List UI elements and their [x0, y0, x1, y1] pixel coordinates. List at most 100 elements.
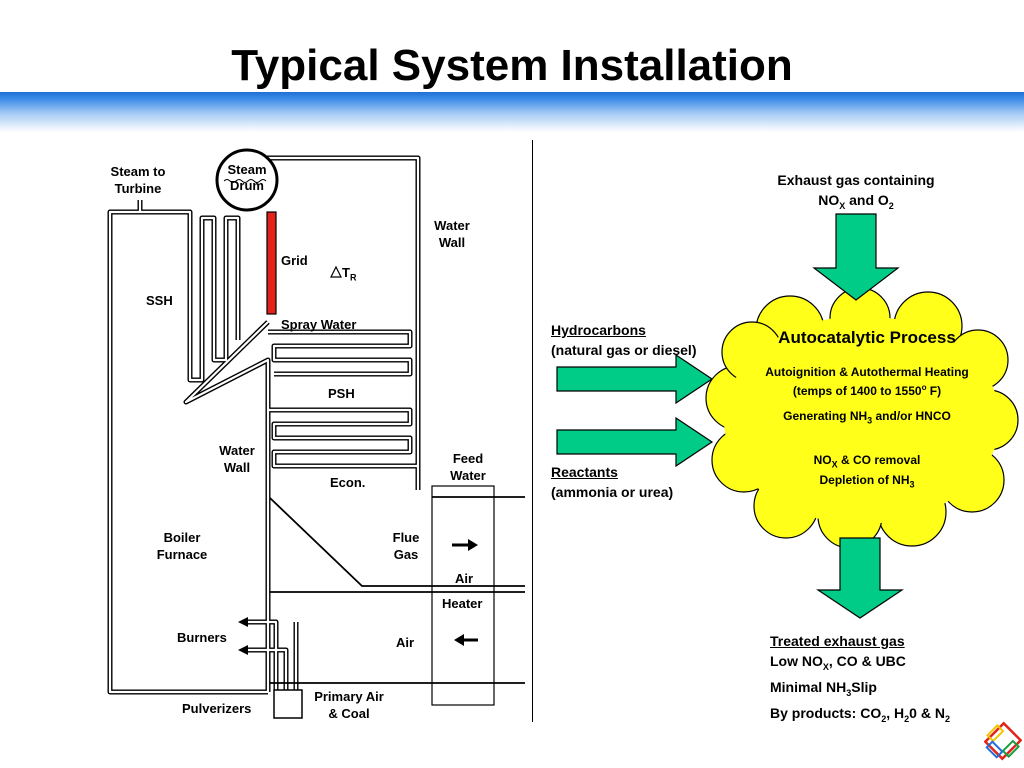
treated-l3-sub3: 2 [944, 713, 950, 724]
drum-line: Drum [230, 178, 264, 193]
delta-t-sub: R [349, 272, 357, 283]
exhaust-nox-sub: X [839, 200, 846, 211]
water-wall-top-label: Water Wall [425, 217, 479, 251]
reactants-title: Reactants [551, 464, 618, 480]
cloud-line5: Depletion of NH3 [742, 472, 992, 492]
primary-air-coal-label: Primary Air & Coal [304, 688, 394, 722]
cloud-generating-text: Generating NH3 and/or HNCO [742, 408, 992, 428]
exhaust-o2-sub: 2 [888, 200, 894, 211]
treated-title: Treated exhaust gas [770, 633, 905, 649]
cloud-line5-sub: 3 [909, 479, 915, 490]
treated-line2: Minimal NH3Slip [770, 677, 950, 703]
vertical-divider [532, 140, 533, 722]
cloud-title: Autocatalytic Process [778, 328, 956, 347]
page-title: Typical System Installation [231, 41, 793, 90]
steam-line: Steam [227, 162, 267, 177]
delta-t-label: TR [342, 264, 356, 287]
cloud-line1: Autoignition & Autothermal Heating [765, 365, 969, 379]
burners-label: Burners [177, 630, 227, 645]
steam-to-line: Steam to [110, 164, 166, 179]
flue-gas-label: Flue Gas [384, 529, 428, 563]
pulverizers-label: Pulverizers [182, 701, 252, 716]
cloud-line3-sub: 3 [867, 415, 873, 426]
boiler-line: Boiler [163, 530, 201, 545]
treated-line3: By products: CO2, H20 & N2 [770, 703, 950, 729]
ssh-label: SSH [146, 293, 173, 308]
delta-t-text: T [342, 265, 350, 280]
burner-arrow-icon [238, 617, 248, 655]
cloud-line2a: (temps of 1400 to 1550 [792, 384, 922, 398]
water-wall-top-line2: Wall [438, 235, 466, 250]
feed-water-line: Water [450, 468, 486, 483]
cloud-line3b: and/or HNCO [872, 409, 951, 423]
treated-exhaust-label: Treated exhaust gas Low NOX, CO & UBC Mi… [770, 631, 950, 728]
treated-l1b: , CO & UBC [828, 653, 906, 669]
air-label: Air [396, 635, 415, 650]
air-heater-label: Heater [442, 596, 483, 611]
flue-gas-arrow-icon [452, 539, 478, 551]
flue-line: Flue [392, 530, 420, 545]
cloud-line3a: Generating NH [783, 409, 868, 423]
cloud-body [724, 316, 1000, 524]
steam-drum-label: Steam Drum [217, 162, 277, 194]
treated-l3b: , H [886, 704, 905, 721]
hydrocarbons-title: Hydrocarbons [551, 322, 646, 338]
cloud-line5a: Depletion of NH [819, 473, 910, 488]
enron-logo-icon [984, 721, 1022, 761]
cloud-line2-sup: o [921, 383, 927, 392]
primary-air-line: Primary Air [314, 689, 384, 704]
steam-drum [215, 148, 279, 212]
hydrocarbons-arrow-icon [556, 353, 714, 405]
treated-l2a: Minimal NH [770, 678, 847, 695]
flue-duct-slope [269, 497, 525, 587]
hydrocarbons-label: Hydrocarbons (natural gas or diesel) [551, 320, 696, 360]
treated-down-arrow-icon [816, 537, 904, 619]
treated-l3-sub1: 2 [881, 713, 887, 724]
hydrocarbons-detail: (natural gas or diesel) [551, 342, 697, 358]
cloud-line4: NOX & CO removal [742, 452, 992, 472]
turbine-line: Turbine [114, 181, 162, 196]
psh-label: PSH [328, 386, 355, 401]
feed-water-label: Feed Water [440, 450, 496, 484]
cloud-removal-text: NOX & CO removal Depletion of NH3 [742, 452, 992, 493]
exhaust-label: Exhaust gas containing NOX and O2 [740, 170, 972, 216]
reactants-arrow-icon [556, 416, 714, 468]
treated-l1-sub: X [822, 661, 829, 672]
treated-l3-sub2: 2 [904, 713, 910, 724]
treated-l1a: Low NO [770, 653, 823, 669]
econ-label: Econ. [330, 475, 366, 490]
reactants-label: Reactants (ammonia or urea) [551, 462, 673, 502]
air-heater-air-label: Air [455, 571, 474, 586]
cloud-heating-text: Autoignition & Autothermal Heating (temp… [742, 364, 992, 399]
grid-label: Grid [281, 253, 308, 268]
spray-water-label: Spray Water [281, 317, 357, 332]
treated-l3a: By products: CO [770, 704, 882, 721]
treated-l3c: 0 & N [909, 704, 945, 721]
exhaust-and: and O [845, 192, 889, 208]
air-arrow-icon [454, 634, 478, 646]
air-heater-box [431, 485, 495, 706]
exhaust-nox: NO [818, 192, 840, 208]
treated-l2b: Slip [851, 678, 877, 695]
water-wall-left-line1: Water [219, 443, 255, 458]
treated-line1: Low NOX, CO & UBC [770, 651, 950, 677]
exhaust-line1: Exhaust gas containing [777, 172, 935, 188]
cloud-line4b: & CO removal [837, 453, 921, 467]
treated-l2-sub: 3 [846, 687, 852, 698]
cloud-line4a: NO [813, 453, 832, 467]
grid-bar [266, 211, 277, 315]
water-wall-left-label: Water Wall [210, 442, 264, 476]
reactants-detail: (ammonia or urea) [551, 484, 674, 500]
boiler-furnace-label: Boiler Furnace [140, 529, 224, 563]
furnace-line: Furnace [156, 547, 208, 562]
cloud-line2b: F) [926, 384, 942, 398]
header-gradient-band [0, 92, 1024, 132]
steam-to-turbine-label: Steam to Turbine [96, 163, 180, 197]
water-wall-left-line2: Wall [223, 460, 251, 475]
gas-line: Gas [393, 547, 419, 562]
exhaust-line2: NOX and O2 [740, 190, 972, 216]
cloud-line4-sub: X [831, 459, 838, 470]
drum-water-level [223, 179, 267, 183]
